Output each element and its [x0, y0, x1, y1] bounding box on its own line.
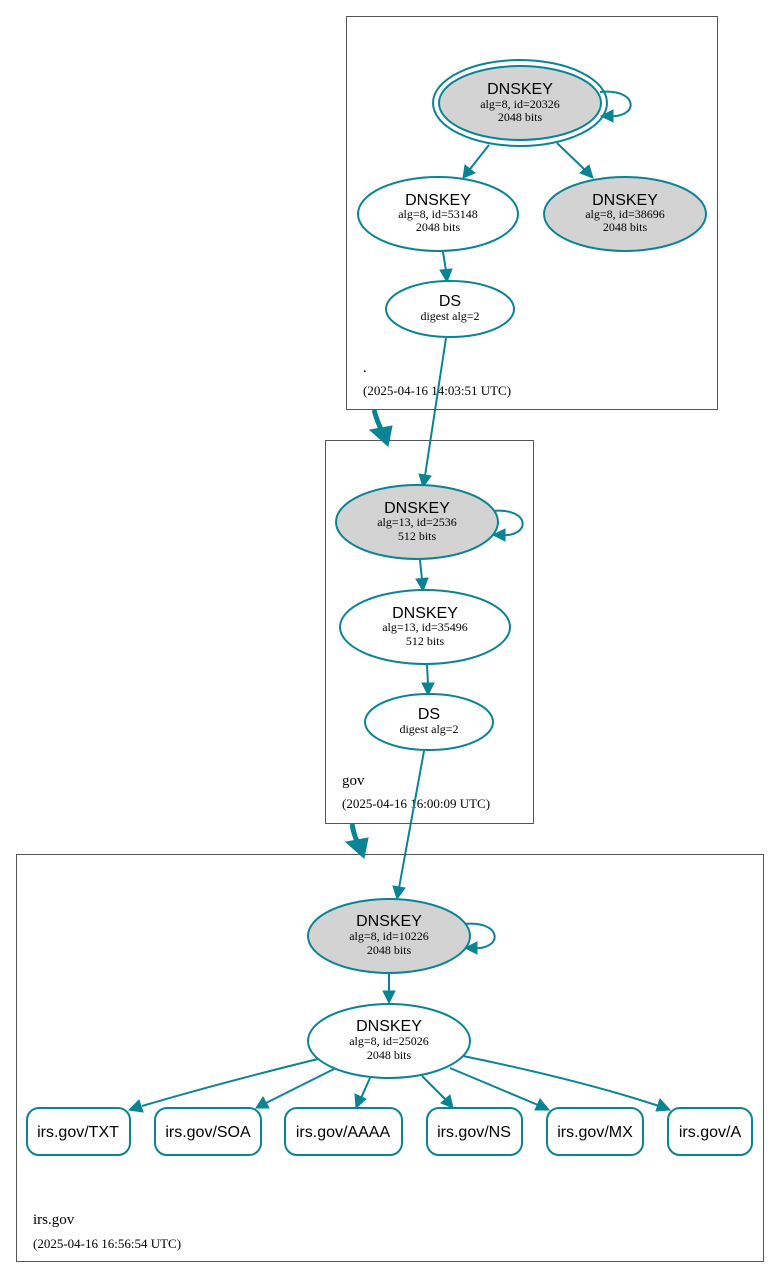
- edge-irs-zsk-txt: [127, 1058, 319, 1113]
- node-irs-zsk-alg: alg=8, id=25026: [349, 1034, 429, 1048]
- edge-root-zsk-ds: [439, 251, 453, 284]
- node-root-ksk-title: DNSKEY: [487, 81, 553, 98]
- node-irs-zsk-bits: 2048 bits: [367, 1048, 412, 1062]
- node-irs-zsk[interactable]: DNSKEY alg=8, id=25026 2048 bits: [307, 1003, 471, 1079]
- node-gov-zsk-alg: alg=13, id=35496: [382, 620, 468, 634]
- rrset-mx[interactable]: irs.gov/MX: [546, 1107, 644, 1156]
- delegation-edge-gov-irs: [344, 823, 369, 859]
- zone-timestamp-gov: (2025-04-16 16:00:09 UTC): [342, 796, 490, 811]
- node-root-ds-title: DS: [439, 293, 461, 310]
- node-root-zsk-title: DNSKEY: [405, 192, 471, 209]
- edge-irs-ksk-zsk: [382, 974, 396, 1005]
- node-irs-zsk-title: DNSKEY: [356, 1018, 422, 1035]
- node-irs-ksk-alg: alg=8, id=10226: [349, 929, 429, 943]
- node-root-zsk[interactable]: DNSKEY alg=8, id=53148 2048 bits: [357, 176, 519, 252]
- zone-box-root: [346, 16, 718, 410]
- rrset-a[interactable]: irs.gov/A: [667, 1107, 753, 1156]
- rrset-aaaa-label: irs.gov/AAAA: [296, 1124, 391, 1141]
- edge-irs-zsk-ns: [421, 1075, 454, 1109]
- node-root-zsk-bits: 2048 bits: [416, 220, 461, 234]
- node-gov-ksk-bits: 512 bits: [398, 529, 437, 543]
- edge-root-ds-gov-ksk: [418, 337, 447, 489]
- rrset-txt[interactable]: irs.gov/TXT: [26, 1107, 131, 1156]
- edge-gov-ksk-zsk: [415, 559, 429, 593]
- edge-irs-zsk-soa: [255, 1068, 335, 1109]
- node-root-key3-bits: 2048 bits: [603, 220, 648, 234]
- node-irs-ksk[interactable]: DNSKEY alg=8, id=10226 2048 bits: [307, 898, 471, 974]
- node-root-ksk[interactable]: DNSKEY alg=8, id=20326 2048 bits: [432, 59, 608, 147]
- node-irs-ksk-title: DNSKEY: [356, 913, 422, 930]
- node-gov-ds-digest: digest alg=2: [399, 722, 458, 736]
- edge-irs-zsk-a: [462, 1055, 672, 1112]
- node-root-key3-alg: alg=8, id=38696: [585, 207, 665, 221]
- node-gov-zsk-bits: 512 bits: [406, 634, 445, 648]
- self-sign-gov-ksk: [491, 509, 524, 542]
- node-gov-zsk-title: DNSKEY: [392, 605, 458, 622]
- rrset-soa[interactable]: irs.gov/SOA: [154, 1107, 262, 1156]
- rrset-mx-label: irs.gov/MX: [557, 1124, 633, 1141]
- zone-name-irs: irs.gov: [33, 1212, 75, 1228]
- rrset-ns[interactable]: irs.gov/NS: [426, 1107, 523, 1156]
- node-gov-ds-title: DS: [418, 706, 440, 723]
- rrset-a-label: irs.gov/A: [679, 1124, 742, 1141]
- node-irs-ksk-bits: 2048 bits: [367, 943, 412, 957]
- edge-root-ksk-zsk: [462, 144, 490, 179]
- node-gov-ksk-alg: alg=13, id=2536: [377, 515, 457, 529]
- edge-root-ksk-key3: [556, 142, 594, 179]
- node-root-key3[interactable]: DNSKEY alg=8, id=38696 2048 bits: [543, 176, 707, 252]
- edge-irs-zsk-mx: [449, 1067, 551, 1111]
- rrset-ns-label: irs.gov/NS: [437, 1124, 511, 1141]
- delegation-edge-root-gov: [368, 409, 393, 447]
- rrset-txt-label: irs.gov/TXT: [37, 1124, 119, 1141]
- node-gov-ksk-title: DNSKEY: [384, 500, 450, 517]
- zone-timestamp-irs: (2025-04-16 16:56:54 UTC): [33, 1236, 181, 1251]
- node-root-ksk-bits: 2048 bits: [498, 110, 543, 124]
- self-sign-irs-ksk: [463, 922, 496, 955]
- edge-gov-zsk-ds: [421, 664, 435, 697]
- zone-name-root: .: [363, 360, 367, 376]
- node-gov-ksk[interactable]: DNSKEY alg=13, id=2536 512 bits: [335, 484, 499, 560]
- node-root-ksk-alg: alg=8, id=20326: [480, 97, 560, 111]
- node-root-ds[interactable]: DS digest alg=2: [385, 280, 515, 338]
- edge-gov-ds-irs-ksk: [392, 750, 425, 901]
- rrset-soa-label: irs.gov/SOA: [165, 1124, 251, 1141]
- node-gov-ds[interactable]: DS digest alg=2: [364, 693, 494, 751]
- node-root-key3-title: DNSKEY: [592, 192, 658, 209]
- node-root-ds-digest: digest alg=2: [420, 309, 479, 323]
- zone-box-irs: [16, 854, 764, 1262]
- edge-irs-zsk-aaaa: [354, 1077, 371, 1110]
- self-sign-root-ksk: [599, 90, 632, 123]
- ksk-outer-ring: [432, 59, 608, 147]
- zone-name-gov: gov: [342, 773, 365, 789]
- rrset-aaaa[interactable]: irs.gov/AAAA: [284, 1107, 403, 1156]
- node-gov-zsk[interactable]: DNSKEY alg=13, id=35496 512 bits: [339, 589, 511, 665]
- node-root-zsk-alg: alg=8, id=53148: [398, 207, 478, 221]
